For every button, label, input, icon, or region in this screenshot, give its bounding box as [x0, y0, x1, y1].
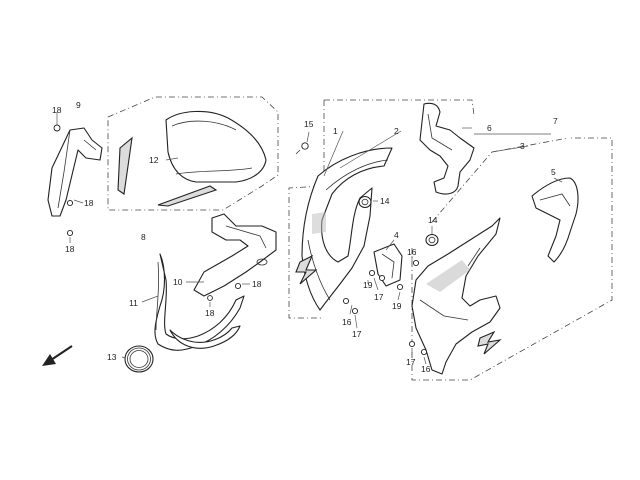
fasteners-group	[342, 269, 428, 356]
assembly-frames	[107, 96, 613, 381]
part-13-headlight-ring	[124, 345, 154, 373]
callout-7: 7	[553, 116, 558, 126]
callout-17-lower: 17	[406, 357, 416, 367]
frame-left-cowl-mid	[431, 151, 493, 223]
callout-labels: 9 18 18 18 15 12 8 10 11 13 18 18 1 2 6 …	[52, 100, 558, 374]
callout-10: 10	[173, 277, 183, 287]
callout-19-right: 19	[392, 301, 402, 311]
callout-16-right: 16	[407, 247, 417, 257]
callout-13: 13	[107, 352, 117, 362]
callout-5: 5	[551, 167, 556, 177]
callout-2: 2	[394, 126, 399, 136]
part-10-bracket	[193, 213, 277, 301]
callout-17-upper: 17	[374, 292, 384, 302]
callout-15: 15	[304, 119, 314, 129]
callout-18-mid: 18	[84, 198, 94, 208]
callout-11: 11	[129, 298, 138, 308]
front-arrow-icon	[42, 345, 73, 366]
callout-1: 1	[333, 126, 338, 136]
frame-windscreen-assembly	[107, 96, 279, 211]
frame-right-cowl-left-edge	[288, 100, 325, 319]
callout-19-left: 19	[363, 280, 373, 290]
callout-3: 3	[520, 141, 525, 151]
callout-18-bottom: 18	[65, 244, 75, 254]
part-14-grommets	[358, 195, 439, 247]
callout-4: 4	[394, 230, 399, 240]
frame-right-cowl-assembly	[324, 99, 475, 116]
leader-lines	[56, 112, 563, 365]
part-11-front-cover	[154, 253, 245, 351]
part-2-right-cowl	[295, 147, 393, 311]
callout-18-top: 18	[52, 105, 62, 115]
callout-14-right: 14	[428, 215, 438, 225]
part-15-screw	[295, 142, 309, 155]
callout-16-lower: 16	[421, 364, 431, 374]
callout-6: 6	[487, 123, 492, 133]
callout-12: 12	[149, 155, 159, 165]
part-3-left-cowl	[411, 217, 502, 375]
callout-18-bracket: 18	[252, 279, 262, 289]
frame-left-cowl-assembly	[411, 137, 613, 381]
part-5-left-upper-cowl	[531, 177, 579, 263]
part-6-right-upper-cowl	[419, 102, 475, 195]
callout-8: 8	[141, 232, 146, 242]
callout-9: 9	[76, 100, 81, 110]
callout-18-cover: 18	[205, 308, 215, 318]
callout-16-mid: 16	[342, 317, 352, 327]
callout-17-mid: 17	[352, 329, 362, 339]
part-9-inner-bracket	[47, 124, 103, 237]
part-12-windscreen	[117, 110, 267, 207]
callout-14-top: 14	[380, 196, 390, 206]
